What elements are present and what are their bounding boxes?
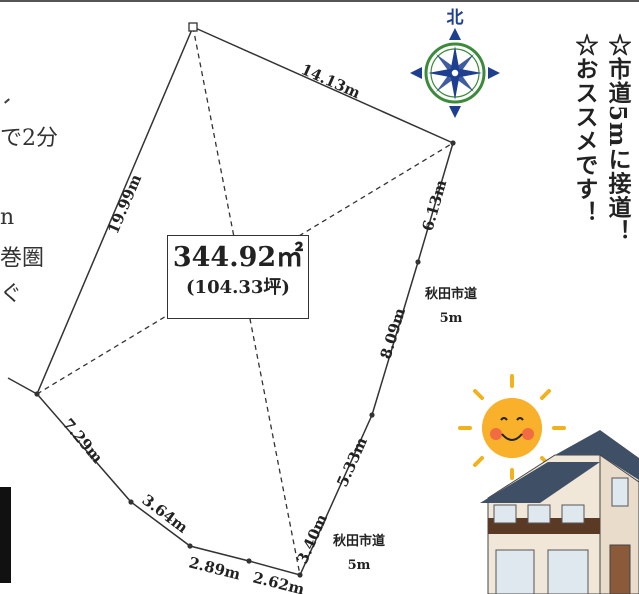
area-label-box: 344.92㎡ (104.33坪) (167, 235, 309, 319)
promo-text-1: ☆市道5mに接道！ (604, 33, 631, 244)
left-text-fragment-4: ぐ (0, 282, 23, 307)
house-icon (480, 430, 639, 594)
edge-label-right-2: 8.09m (377, 306, 410, 362)
compass-north-label: 北 (447, 8, 464, 28)
promo-text-2: ☆おススメです！ (571, 33, 598, 225)
edge-label-bottom-1: 7.29m (59, 415, 107, 467)
road-name: 秋田市道 (333, 534, 386, 549)
compass-icon: 北 (410, 8, 500, 118)
lot-boundary (36, 26, 454, 576)
corner-marker (188, 22, 198, 32)
road-name: 秋田市道 (425, 287, 478, 302)
edge-label-top: 14.13m (298, 60, 363, 102)
area-sqm: 344.92㎡ (172, 242, 304, 273)
left-text-fragment-3: 巻圏 (0, 246, 45, 271)
left-road-line (7, 377, 38, 395)
left-text-fragment-2: n (0, 205, 15, 230)
top-border (0, 0, 639, 2)
vertex-points (34, 140, 456, 578)
edge-label-right-1: 6.13m (419, 178, 451, 233)
left-edge-block (0, 487, 11, 583)
road-label-upper: 秋田市道 5m (425, 283, 477, 331)
road-label-lower: 秋田市道 5m (333, 530, 385, 578)
edge-label-left: 19.99m (104, 172, 145, 237)
edge-label-right-3: 5.33m (333, 434, 371, 489)
sun-icon (458, 374, 566, 480)
area-tsubo: (104.33坪) (186, 277, 290, 298)
edge-label-bottom-4: 2.62m (251, 568, 306, 594)
edge-label-right-4: 3.40m (293, 511, 331, 566)
road-width: 5m (347, 558, 371, 573)
left-text-fragment-1: で2分 (0, 126, 58, 151)
road-width: 5m (439, 311, 463, 326)
